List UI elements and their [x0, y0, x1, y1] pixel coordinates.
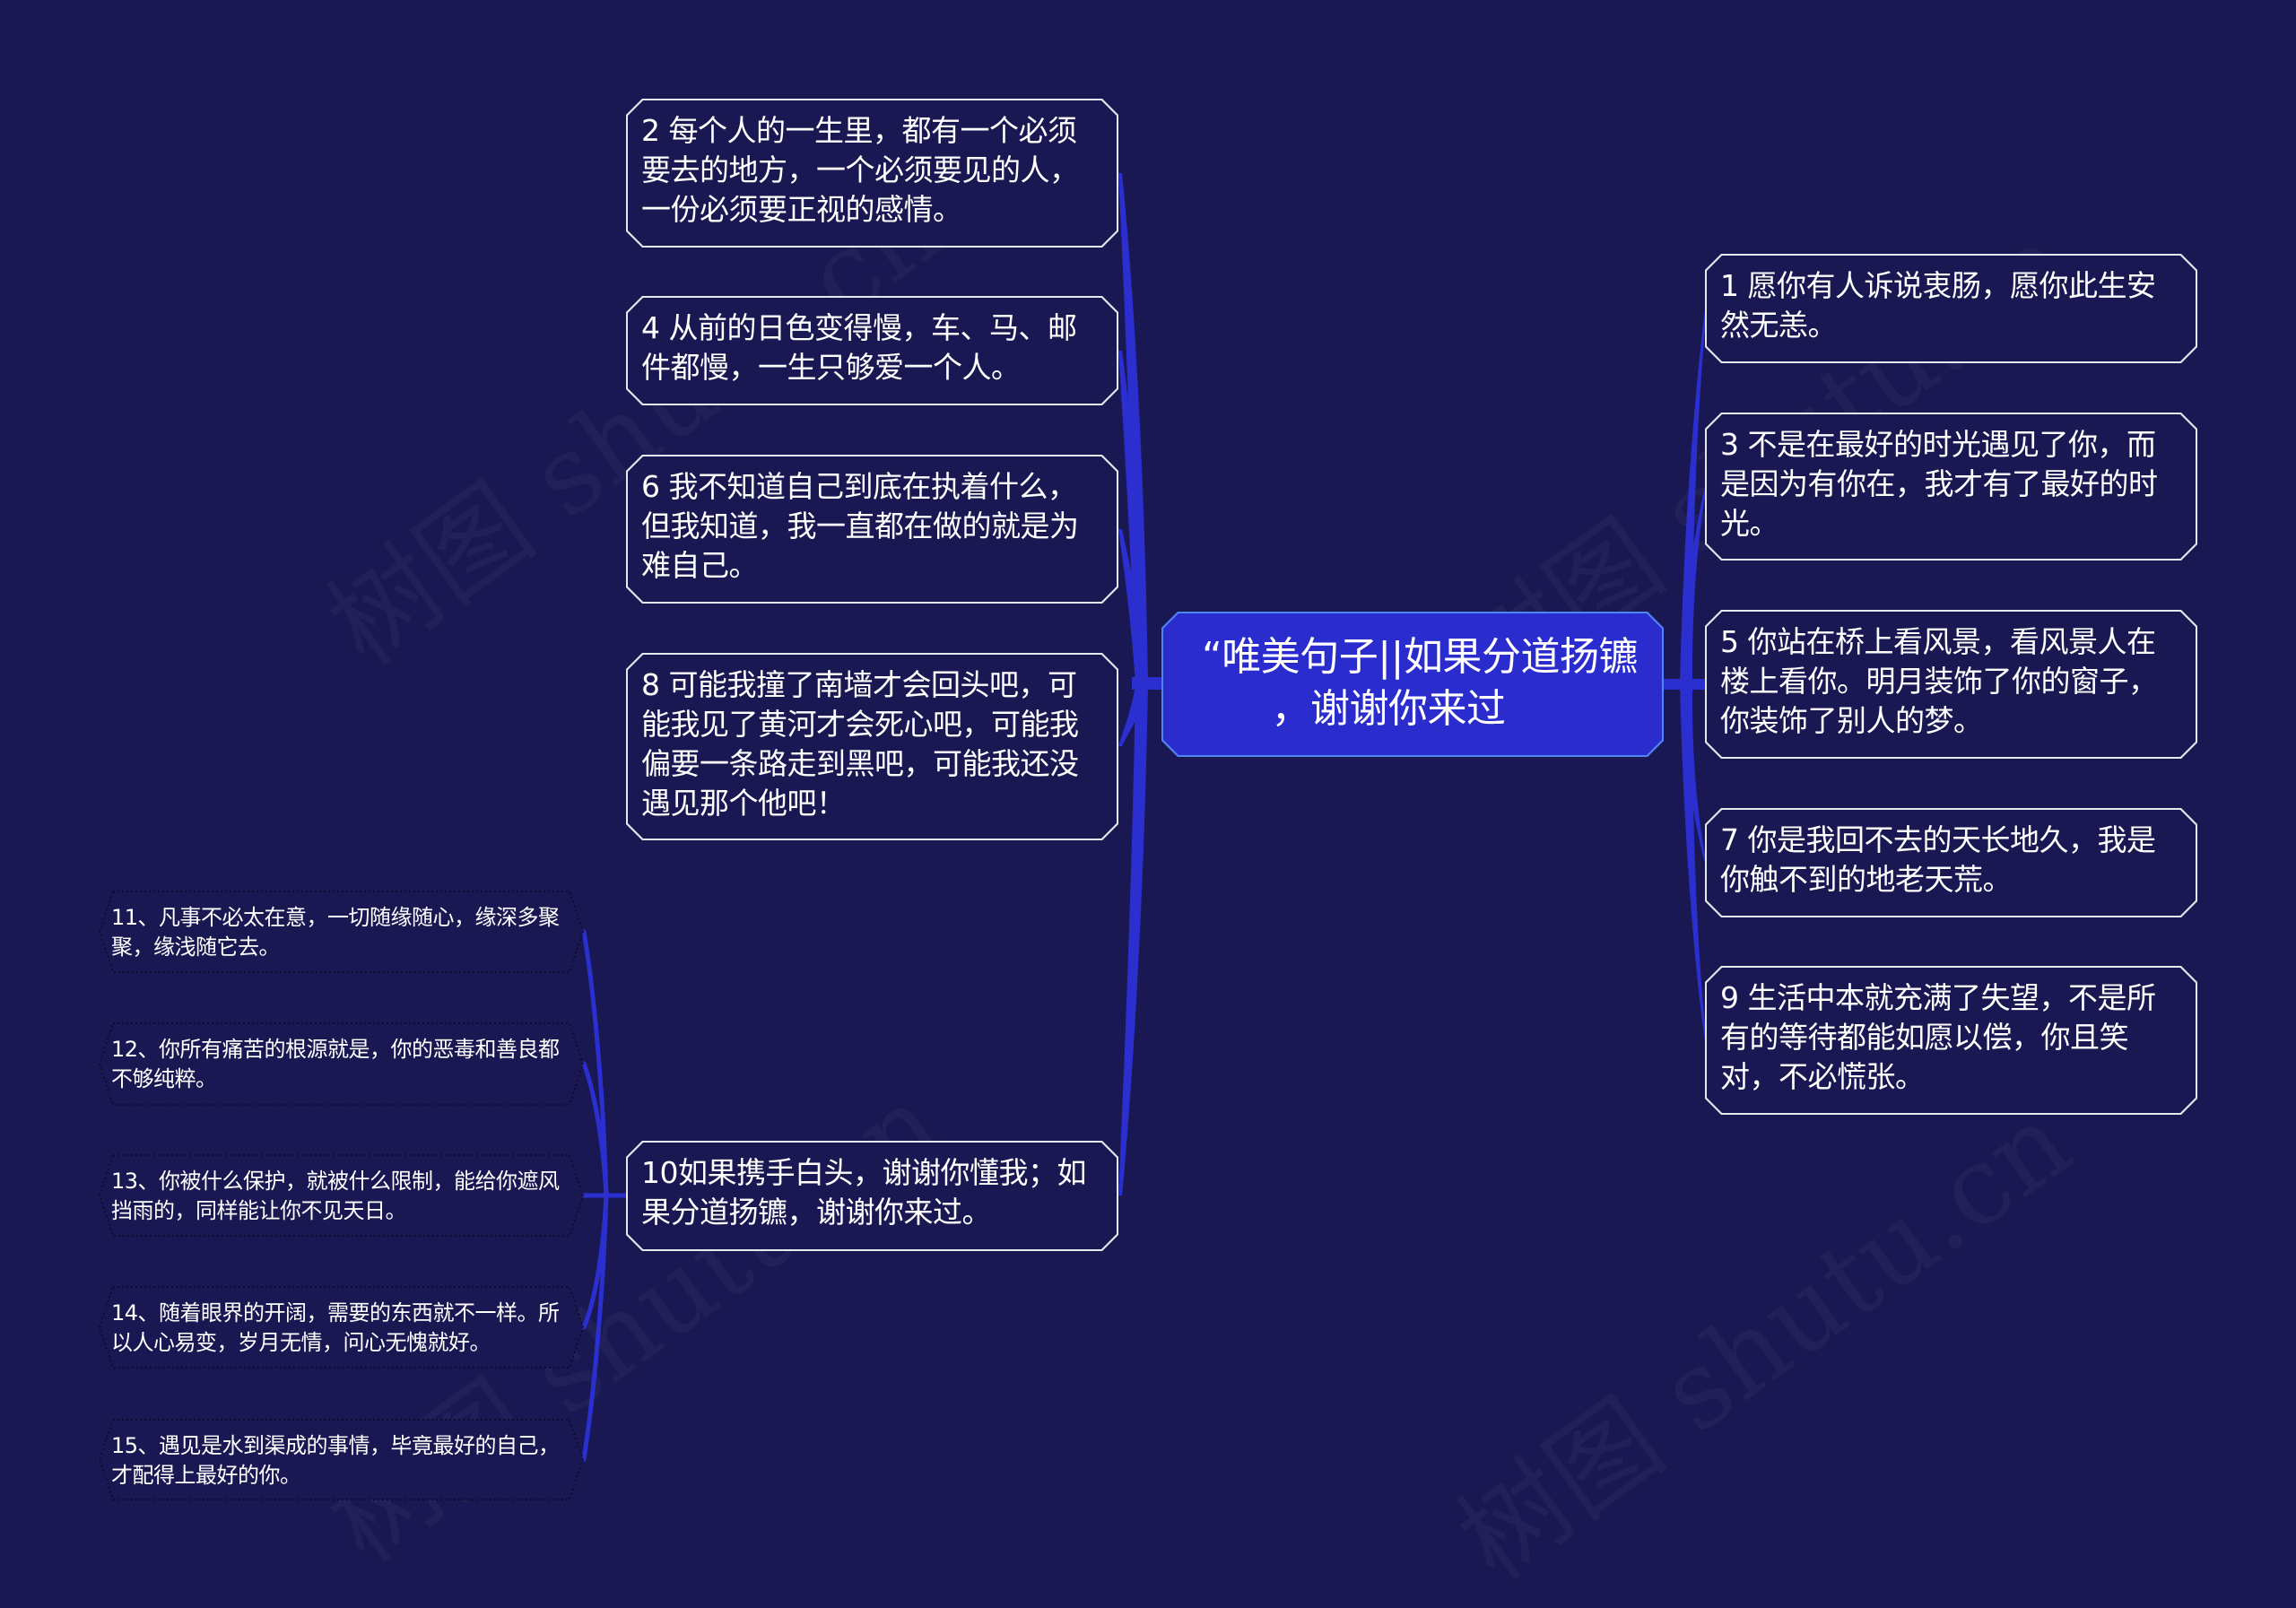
topic-node-6[interactable]: 6 我不知道自己到底在执着什么，但我知道，我一直都在做的就是为难自己。 [626, 455, 1118, 604]
node-text: 12、你所有痛苦的根源就是，你的恶毒和善良都不够纯粹。 [111, 1037, 560, 1091]
node-text: 9 生活中本就充满了失望，不是所有的等待都能如愿以偿，你且笑对，不必慌张。 [1720, 980, 2156, 1094]
subtopic-node-13[interactable]: 13、你被什么保护，就被什么限制，能给你遮风挡雨的，同样能让你不见天日。 [99, 1154, 584, 1237]
node-text: 3 不是在最好的时光遇见了你，而是因为有你在，我才有了最好的时光。 [1720, 427, 2158, 541]
node-fill [1707, 414, 2196, 559]
hexagon-border [99, 1022, 584, 1106]
node-text: 6 我不知道自己到底在执着什么，但我知道，我一直都在做的就是为难自己。 [641, 469, 1079, 583]
node-fill [1707, 810, 2196, 916]
hexagon-border [99, 1286, 584, 1369]
node-fill [628, 100, 1117, 246]
central-title-line1: “唯美句子||如果分道扬镳 [1202, 634, 1638, 680]
node-text: 2 每个人的一生里，都有一个必须要去的地方，一个必须要见的人，一份必须要正视的感… [641, 113, 1079, 227]
subtopic-node-12[interactable]: 12、你所有痛苦的根源就是，你的恶毒和善良都不够纯粹。 [99, 1022, 584, 1106]
subtopic-node-14[interactable]: 14、随着眼界的开阔，需要的东西就不一样。所以人心易变，岁月无情，问心无愧就好。 [99, 1286, 584, 1369]
node-fill [628, 298, 1117, 404]
topic-node-4[interactable]: 4 从前的日色变得慢，车、马、邮件都慢，一生只够爱一个人。 [626, 296, 1118, 405]
node-text: 4 从前的日色变得慢，车、马、邮件都慢，一生只够爱一个人。 [641, 310, 1077, 385]
node-text: 15、遇见是水到渠成的事情，毕竟最好的自己，才配得上最好的你。 [111, 1433, 560, 1488]
node-text: 7 你是我回不去的天长地久，我是你触不到的地老天荒。 [1720, 822, 2156, 897]
hexagon-border [99, 1154, 584, 1237]
central-fill [1163, 613, 1662, 755]
node-text: 14、随着眼界的开阔，需要的东西就不一样。所以人心易变，岁月无情，问心无愧就好。 [111, 1300, 560, 1355]
topic-node-2[interactable]: 2 每个人的一生里，都有一个必须要去的地方，一个必须要见的人，一份必须要正视的感… [626, 99, 1118, 248]
central-title-line2: ，谢谢你来过 [1271, 686, 1507, 732]
topic-node-8[interactable]: 8 可能我撞了南墙才会回头吧，可能我见了黄河才会死心吧，可能我偏要一条路走到黑吧… [626, 653, 1118, 840]
node-fill [628, 456, 1117, 602]
hexagon-border [99, 891, 584, 973]
topic-node-9[interactable]: 9 生活中本就充满了失望，不是所有的等待都能如愿以偿，你且笑对，不必慌张。 [1705, 966, 2197, 1115]
topic-node-3[interactable]: 3 不是在最好的时光遇见了你，而是因为有你在，我才有了最好的时光。 [1705, 413, 2197, 561]
subtopic-node-11[interactable]: 11、凡事不必太在意，一切随缘随心，缘深多聚聚，缘浅随它去。 [99, 891, 584, 973]
central-topic[interactable]: “唯美句子||如果分道扬镳 ，谢谢你来过 [1161, 612, 1664, 757]
node-text: 10如果携手白头，谢谢你懂我；如果分道扬镳，谢谢你来过。 [641, 1155, 1087, 1230]
node-text: 1 愿你有人诉说衷肠，愿你此生安然无恙。 [1720, 268, 2156, 343]
node-fill [1707, 968, 2196, 1113]
topic-node-7[interactable]: 7 你是我回不去的天长地久，我是你触不到的地老天荒。 [1705, 808, 2197, 917]
node-fill [628, 1143, 1117, 1249]
node-fill [628, 655, 1117, 839]
node-text: 11、凡事不必太在意，一切随缘随心，缘深多聚聚，缘浅随它去。 [111, 905, 560, 960]
subtopic-node-15[interactable]: 15、遇见是水到渠成的事情，毕竟最好的自己，才配得上最好的你。 [99, 1419, 584, 1500]
node-text: 8 可能我撞了南墙才会回头吧，可能我见了黄河才会死心吧，可能我偏要一条路走到黑吧… [641, 667, 1079, 821]
hexagon-border [99, 1419, 584, 1500]
topic-node-10[interactable]: 10如果携手白头，谢谢你懂我；如果分道扬镳，谢谢你来过。 [626, 1141, 1118, 1251]
topic-node-5[interactable]: 5 你站在桥上看风景，看风景人在楼上看你。明月装饰了你的窗子，你装饰了别人的梦。 [1705, 610, 2197, 759]
node-text: 13、你被什么保护，就被什么限制，能给你遮风挡雨的，同样能让你不见天日。 [111, 1169, 560, 1223]
topic-node-1[interactable]: 1 愿你有人诉说衷肠，愿你此生安然无恙。 [1705, 254, 2197, 363]
node-fill [1707, 612, 2196, 757]
node-text: 5 你站在桥上看风景，看风景人在楼上看你。明月装饰了你的窗子，你装饰了别人的梦。 [1720, 624, 2158, 738]
node-fill [1707, 256, 2196, 361]
